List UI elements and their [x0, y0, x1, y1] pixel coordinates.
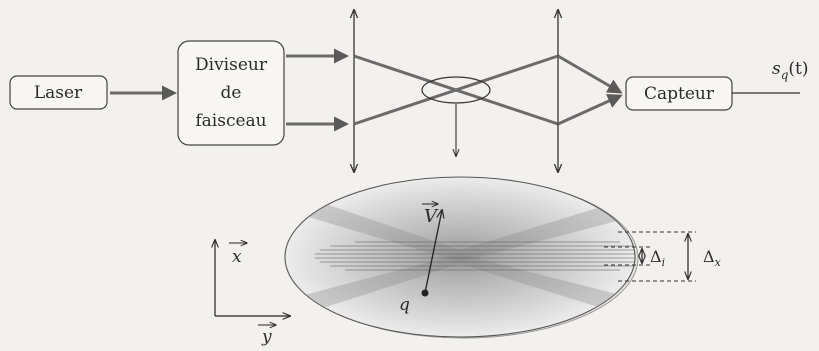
signal-label: sq(t) — [772, 59, 809, 82]
svg-text:y: y — [261, 327, 272, 347]
particle-dot — [421, 289, 429, 297]
upper-beam-to-sensor — [557, 54, 623, 94]
svg-text:Δx: Δx — [703, 247, 722, 269]
splitter-label-line2: de — [221, 83, 242, 103]
beam-splitter-block: Diviseur de faisceau — [177, 40, 285, 146]
particle-label: q — [399, 295, 410, 315]
splitter-label-line1: Diviseur — [195, 55, 268, 75]
interference-fringes — [315, 241, 635, 271]
laser-label: Laser — [34, 83, 83, 103]
laser-block: Laser — [9, 75, 108, 110]
svg-text:sq(t): sq(t) — [772, 59, 809, 82]
sensor-label: Capteur — [644, 84, 715, 104]
lower-beam-to-sensor — [557, 94, 623, 126]
svg-text:V: V — [424, 206, 439, 227]
velocity-vector — [424, 210, 442, 294]
coordinate-axes: x y — [215, 240, 290, 347]
y-axis-label: y — [258, 325, 276, 347]
fringe-spacing-indicator: Δi — [604, 246, 665, 269]
x-axis-label: x — [229, 243, 247, 267]
volume-width-indicator: Δx — [618, 231, 722, 282]
velocity-label: V — [422, 204, 439, 227]
measurement-volume-marker — [421, 76, 491, 104]
splitter-label-line3: faisceau — [195, 111, 266, 131]
measurement-volume-detail — [284, 176, 639, 339]
svg-text:x: x — [232, 247, 242, 267]
crossing-beam-up — [353, 54, 559, 126]
svg-text:Δi: Δi — [650, 247, 665, 269]
sensor-block: Capteur — [625, 76, 733, 111]
